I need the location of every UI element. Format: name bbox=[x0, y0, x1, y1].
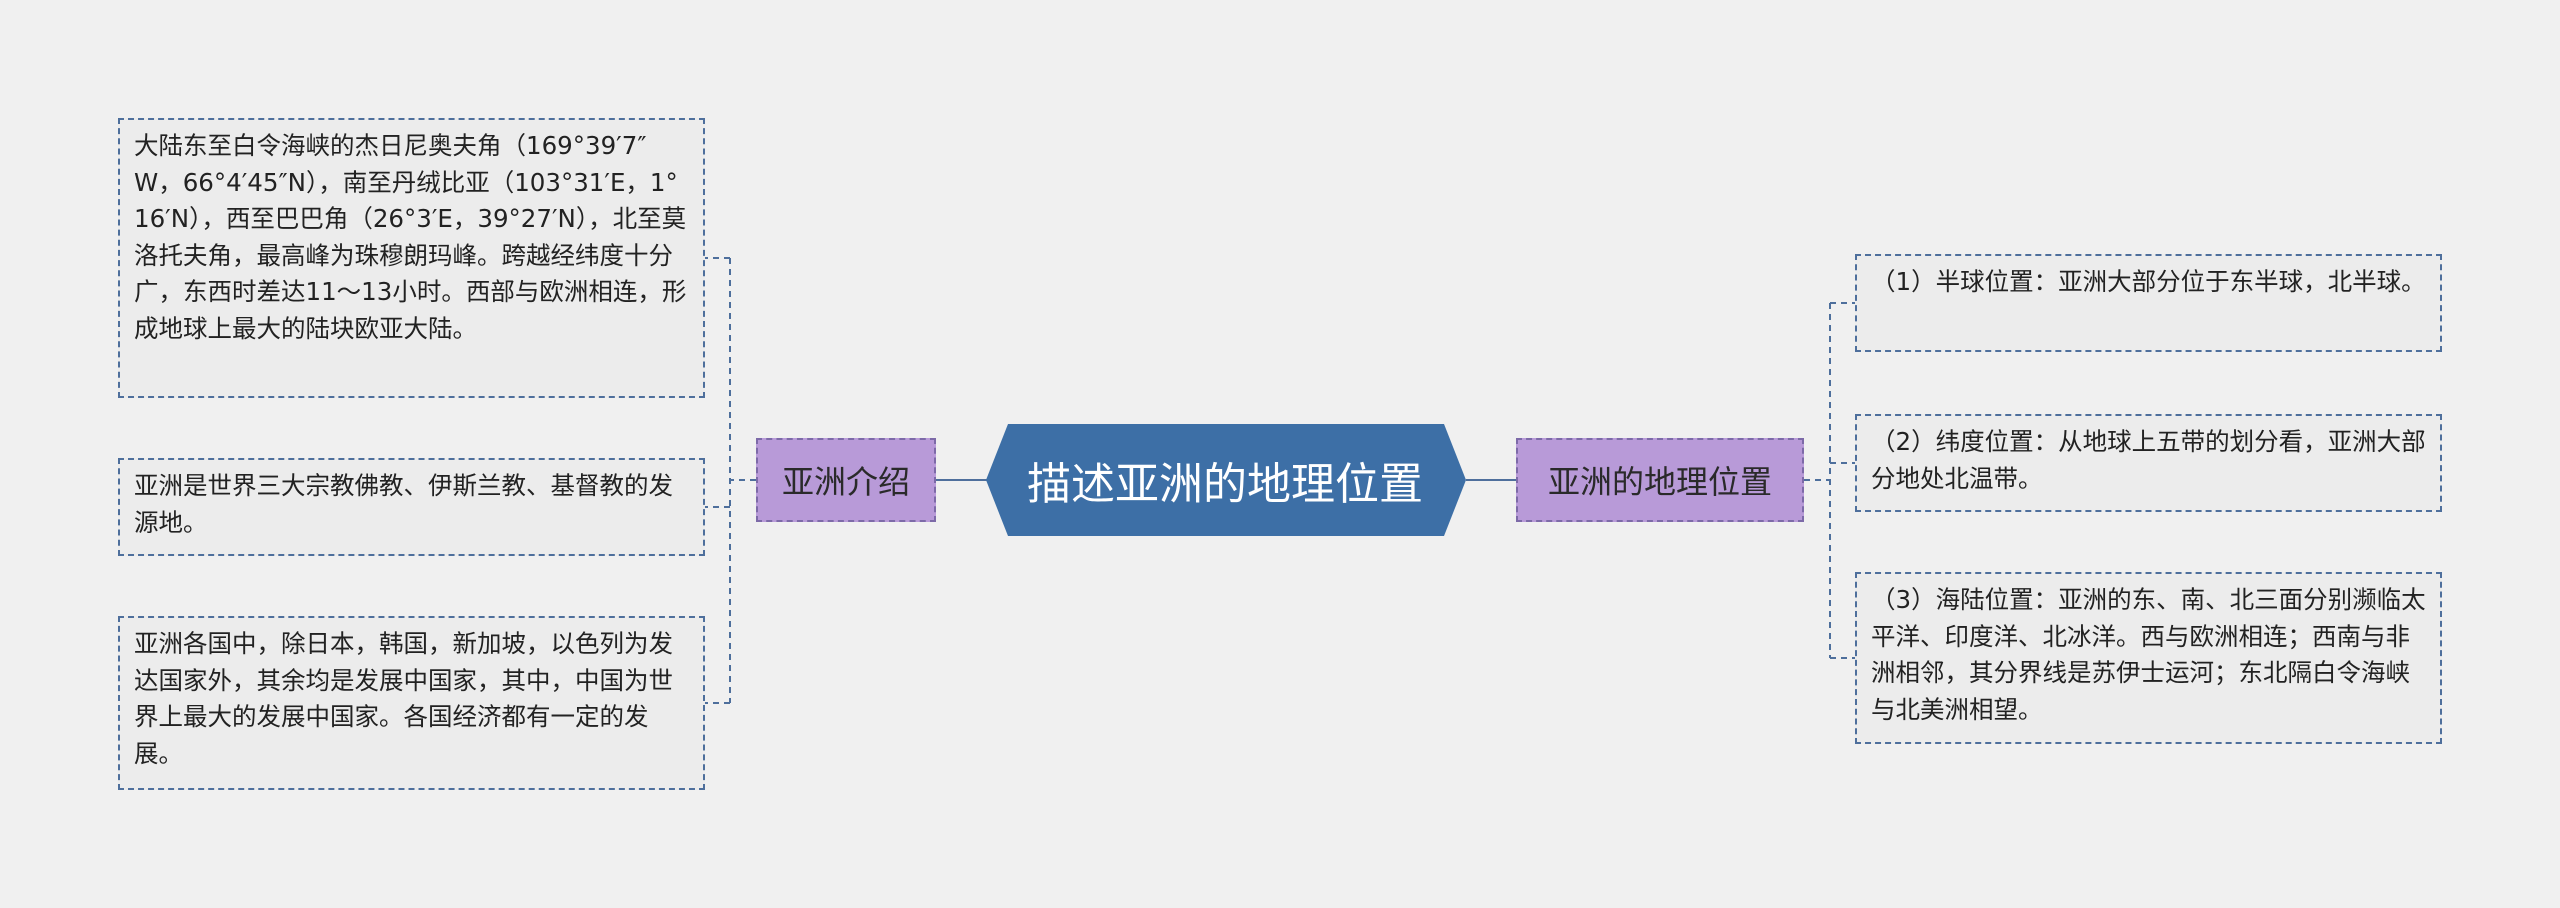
root-node-shape bbox=[986, 424, 1466, 536]
branch-node-asia-intro[interactable]: 亚洲介绍 bbox=[756, 438, 936, 522]
leaf-node-land-sea[interactable]: （3）海陆位置：亚洲的东、南、北三面分别濒临太平洋、印度洋、北冰洋。西与欧洲相连… bbox=[1855, 572, 2442, 744]
connectors bbox=[705, 257, 1855, 704]
leaf-node-economy[interactable]: 亚洲各国中，除日本，韩国，新加坡，以色列为发达国家外，其余均是发展中国家，其中，… bbox=[118, 616, 705, 790]
leaf-node-hemisphere[interactable]: （1）半球位置：亚洲大部分位于东半球，北半球。 bbox=[1855, 254, 2442, 352]
root-node-title[interactable]: 描述亚洲的地理位置 bbox=[1027, 459, 1423, 510]
leaf-node-religions[interactable]: 亚洲是世界三大宗教佛教、伊斯兰教、基督教的发源地。 bbox=[118, 458, 705, 556]
branch-node-asia-location[interactable]: 亚洲的地理位置 bbox=[1516, 438, 1804, 522]
right-branch-connectors bbox=[1804, 302, 1855, 659]
left-branch-connectors bbox=[705, 257, 756, 704]
leaf-node-latitude[interactable]: （2）纬度位置：从地球上五带的划分看，亚洲大部分地处北温带。 bbox=[1855, 414, 2442, 512]
leaf-node-continent-extent[interactable]: 大陆东至白令海峡的杰日尼奥夫角（169°39′7″W，66°4′45″N），南至… bbox=[118, 118, 705, 398]
